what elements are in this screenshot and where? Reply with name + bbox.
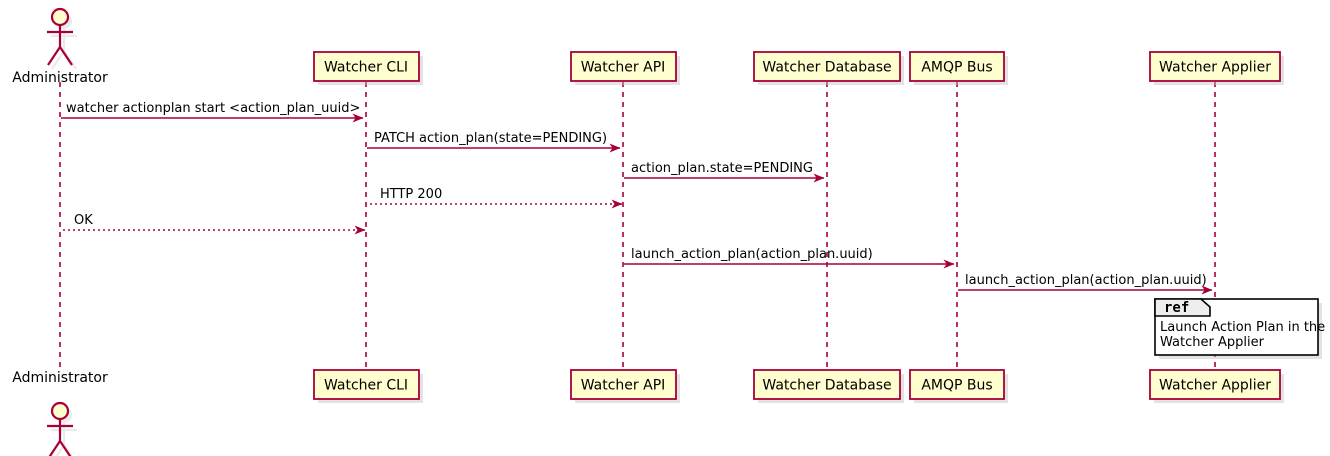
participant-box-watcher-database[interactable]: Watcher Database: [753, 51, 904, 85]
lifelines-group: [59, 82, 1216, 372]
message-label: action_plan.state=PENDING: [631, 161, 813, 176]
box-rect[interactable]: [909, 369, 1005, 400]
participant-box-watcher-applier[interactable]: Watcher Applier: [1149, 369, 1284, 403]
participant-label-watcher-api: Watcher API: [581, 60, 666, 76]
messages-group: watcher actionplan start <action_plan_uu…: [61, 101, 1213, 295]
box-rect[interactable]: [753, 51, 901, 82]
message-4-watcher-api-to-watcher-cli[interactable]: HTTP 200: [369, 187, 623, 209]
participant-box-watcher-cli[interactable]: Watcher CLI: [313, 51, 423, 85]
box-rect[interactable]: [1149, 51, 1281, 82]
actor-limb-3: [59, 440, 72, 456]
box-rect[interactable]: [909, 51, 1005, 82]
participant-box-watcher-cli[interactable]: Watcher CLI: [313, 369, 423, 403]
participant-label-watcher-database: Watcher Database: [762, 378, 891, 394]
actor-limb-2: [47, 46, 61, 66]
message-1-administrator-to-watcher-cli[interactable]: watcher actionplan start <action_plan_uu…: [61, 101, 364, 123]
box-rect[interactable]: [1149, 369, 1281, 400]
participant-box-watcher-api[interactable]: Watcher API: [570, 51, 680, 85]
ref-body-line-0: Launch Action Plan in the: [1160, 320, 1325, 335]
participant-label-watcher-api: Watcher API: [581, 378, 666, 394]
actor-head-icon: [50, 401, 70, 421]
actor-limb-3: [59, 46, 73, 66]
participant-box-watcher-database[interactable]: Watcher Database: [753, 369, 904, 403]
message-3-watcher-api-to-watcher-database[interactable]: action_plan.state=PENDING: [624, 161, 825, 183]
box-rect[interactable]: [753, 369, 901, 400]
message-label: OK: [74, 213, 93, 228]
message-label: launch_action_plan(action_plan.uuid): [965, 273, 1207, 288]
ref-tag-shape: [1154, 298, 1211, 317]
box-rect[interactable]: [570, 369, 677, 400]
message-label: PATCH action_plan(state=PENDING): [374, 131, 607, 146]
message-7-amqp-bus-to-watcher-applier[interactable]: launch_action_plan(action_plan.uuid): [958, 273, 1213, 295]
actor-figure-administrator[interactable]: Administrator: [12, 370, 108, 456]
participant-label-watcher-cli: Watcher CLI: [324, 60, 408, 76]
participant-label-watcher-applier: Watcher Applier: [1159, 378, 1271, 394]
actor-head-icon: [50, 7, 70, 27]
message-2-watcher-cli-to-watcher-api[interactable]: PATCH action_plan(state=PENDING): [367, 131, 621, 153]
message-label: HTTP 200: [380, 187, 442, 202]
ref-body-line-1: Watcher Applier: [1160, 335, 1265, 350]
participant-box-amqp-bus[interactable]: AMQP Bus: [909, 51, 1008, 85]
actor-figure-administrator[interactable]: Administrator: [12, 7, 108, 86]
participant-box-watcher-applier[interactable]: Watcher Applier: [1149, 51, 1284, 85]
participant-box-watcher-api[interactable]: Watcher API: [570, 369, 680, 403]
participant-label-amqp-bus: AMQP Bus: [921, 60, 992, 76]
box-rect[interactable]: [313, 369, 420, 400]
message-label: launch_action_plan(action_plan.uuid): [631, 247, 873, 262]
participant-box-amqp-bus[interactable]: AMQP Bus: [909, 369, 1008, 403]
participant-label-watcher-cli: Watcher CLI: [324, 378, 408, 394]
box-rect[interactable]: [313, 51, 420, 82]
message-6-watcher-api-to-amqp-bus[interactable]: launch_action_plan(action_plan.uuid): [624, 247, 955, 269]
participant-label-watcher-database: Watcher Database: [762, 60, 891, 76]
message-5-watcher-cli-to-administrator[interactable]: OK: [63, 213, 366, 235]
actor-label-administrator: Administrator: [12, 70, 108, 86]
participant-boxes-group: Watcher CLI Watcher CLI Watcher API Watcher…: [313, 51, 1284, 403]
message-label: watcher actionplan start <action_plan_uu…: [66, 101, 360, 116]
participant-label-amqp-bus: AMQP Bus: [921, 378, 992, 394]
participant-label-watcher-applier: Watcher Applier: [1159, 60, 1271, 76]
box-rect[interactable]: [570, 51, 677, 82]
ref-tag-label: ref: [1164, 300, 1189, 316]
actor-label-administrator: Administrator: [12, 370, 108, 386]
actor-limb-2: [48, 440, 61, 456]
